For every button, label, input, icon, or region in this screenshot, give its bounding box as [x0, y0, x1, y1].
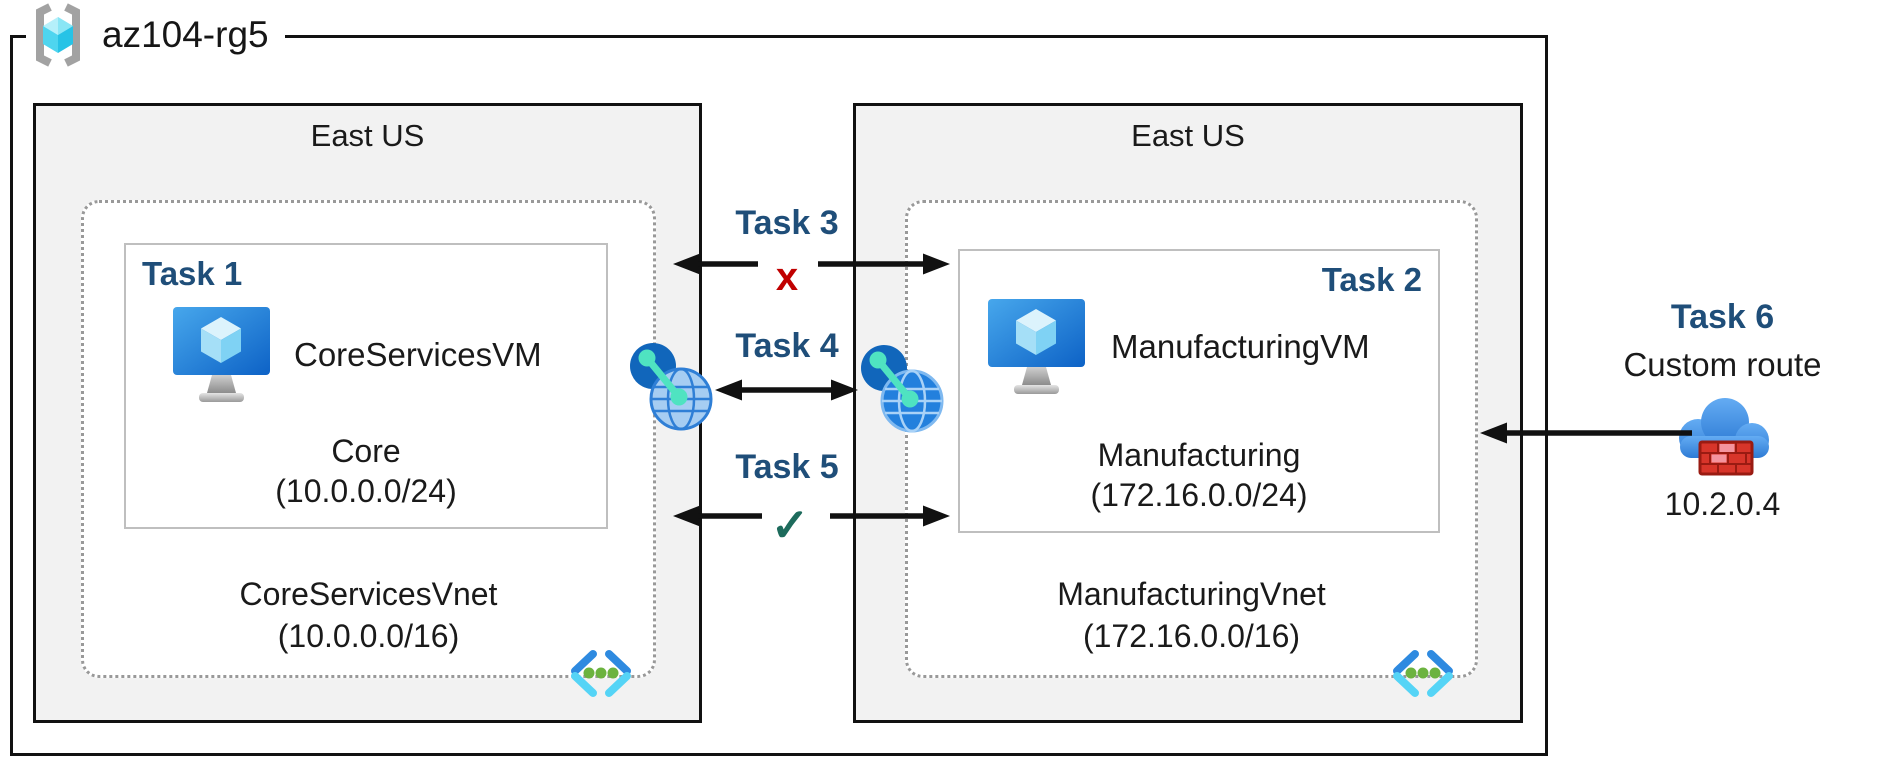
task6-label: Task 6 — [1670, 298, 1775, 336]
resource-group-header: az104-rg5 — [26, 2, 285, 68]
cloud-firewall-icon — [1679, 398, 1769, 476]
task4-label: Task 4 — [735, 327, 839, 365]
vm-coreservices: CoreServicesVM — [173, 307, 542, 403]
virtual-machine-icon — [173, 307, 270, 402]
vm-name: CoreServicesVM — [294, 336, 542, 373]
subnet-name: Core — [331, 433, 401, 469]
vnet-name: ManufacturingVnet — [1057, 576, 1326, 612]
task3-label: Task 3 — [735, 204, 839, 242]
subnet-caption: Core (10.0.0.0/24) — [126, 431, 606, 511]
subnet-cidr: (10.0.0.0/24) — [275, 473, 457, 509]
vm-manufacturing: ManufacturingVM — [988, 299, 1370, 395]
resource-group-box — [10, 35, 1548, 756]
task5-allowed-mark: ✓ — [770, 499, 810, 551]
custom-route-ip: 10.2.0.4 — [1664, 486, 1781, 522]
vnet-box-manufacturing: Task 2 ManufacturingVM Manufacturing (17… — [905, 200, 1478, 697]
vnet-box-coreservices: Task 1 CoreServicesVM Core (10.0.0.0/24) — [81, 200, 656, 697]
custom-route-title: Custom route — [1623, 346, 1822, 383]
subnet-box-manufacturing: Task 2 ManufacturingVM Manufacturing (17… — [958, 249, 1440, 533]
task5-label: Task 5 — [735, 448, 839, 486]
vnet-cidr: (172.16.0.0/16) — [1082, 618, 1301, 654]
subnet-name: Manufacturing — [1097, 437, 1301, 473]
vnet-name: CoreServicesVnet — [239, 576, 498, 612]
peering-icon-right — [861, 345, 944, 433]
region-east-us-right: East US Task 2 ManufacturingVM Ma — [853, 103, 1523, 723]
region-east-us-left: East US Task 1 CoreServicesVM Cor — [33, 103, 702, 723]
task2-label: Task 2 — [1321, 261, 1422, 298]
virtual-network-icon — [1393, 650, 1453, 697]
subnet-box-core: Task 1 CoreServicesVM Core (10.0.0.0/24) — [124, 243, 608, 529]
vnet-caption: ManufacturingVnet (172.16.0.0/16) — [908, 573, 1475, 657]
virtual-network-icon — [571, 650, 631, 697]
vm-name: ManufacturingVM — [1111, 328, 1370, 365]
resource-group-icon — [36, 3, 80, 67]
region-title-left: East US — [310, 118, 425, 153]
task3-blocked-mark: x — [775, 255, 799, 299]
resource-group-label: az104-rg5 — [102, 14, 269, 55]
subnet-cidr: (172.16.0.0/24) — [1090, 477, 1308, 513]
subnet-caption: Manufacturing (172.16.0.0/24) — [960, 435, 1438, 515]
vnet-cidr: (10.0.0.0/16) — [277, 618, 460, 654]
vnet-caption: CoreServicesVnet (10.0.0.0/16) — [84, 573, 653, 657]
region-title-right: East US — [1131, 118, 1245, 153]
virtual-machine-icon — [988, 299, 1085, 394]
peering-icon-left — [630, 343, 713, 431]
task1-label: Task 1 — [142, 255, 243, 292]
